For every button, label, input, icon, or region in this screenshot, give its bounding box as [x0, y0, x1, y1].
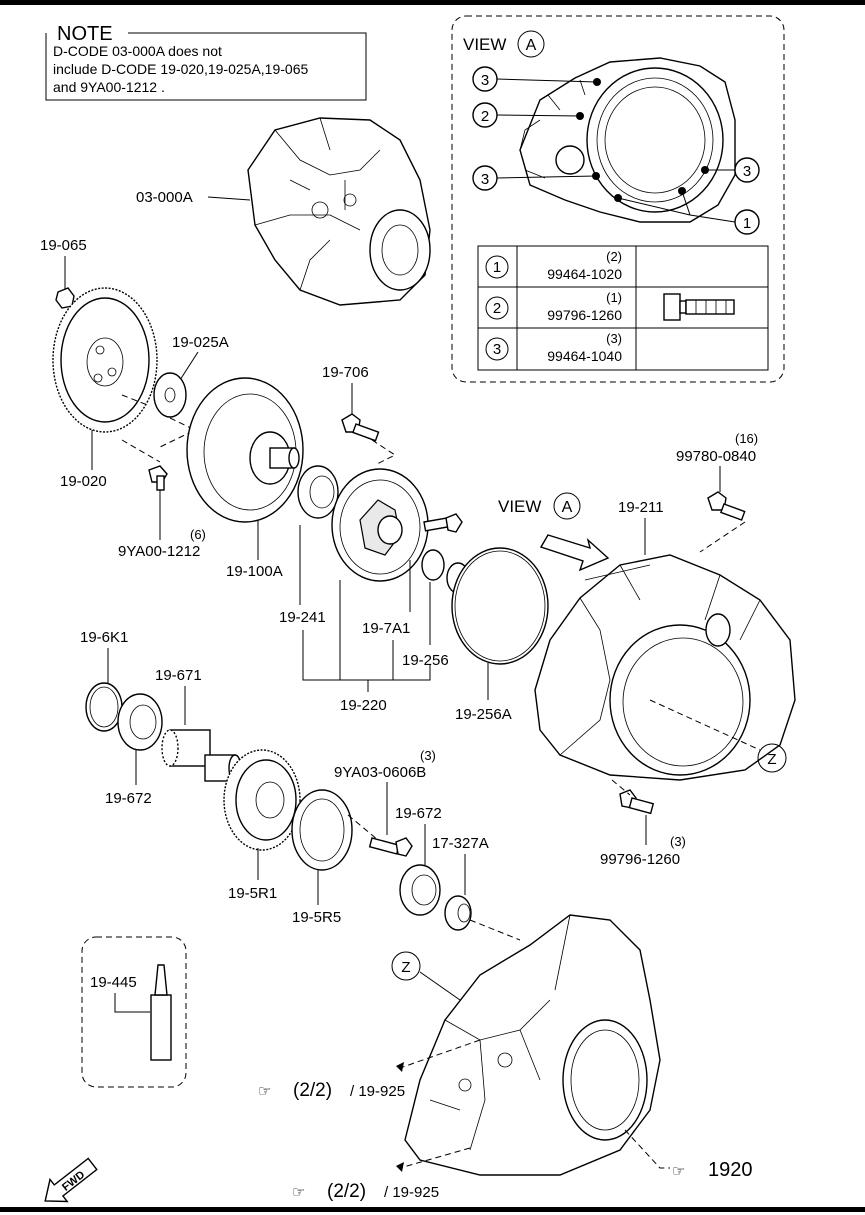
bolt-99796-1260: [619, 789, 655, 815]
label-99780-0840-qty: (16): [735, 431, 758, 446]
ref2-page[interactable]: (2/2): [327, 1181, 366, 1202]
bearing-19-672-b: [399, 864, 441, 916]
bolt-9ya00-1212: [148, 465, 168, 491]
table-row-1-qty: (2): [606, 249, 622, 264]
bolt-9ya03-0606b: [368, 837, 413, 857]
ref3-code[interactable]: 1920: [708, 1159, 753, 1181]
view-a-detail: VIEW A 3 2 3: [451, 15, 785, 383]
label-19-7a1: 19-7A1: [362, 620, 410, 637]
sealant-19-445-box: 19-445: [81, 936, 187, 1088]
fastener-table: 1 (2) 99464-1020 2 (1) 99796-1260 3 (3) …: [477, 245, 769, 371]
view-a-letter-circle: [517, 30, 545, 58]
label-19-445: 19-445: [90, 974, 137, 991]
note-title: NOTE: [57, 23, 113, 45]
ref1-code[interactable]: / 19-925: [350, 1083, 405, 1100]
label-9ya00-1212-qty: (6): [190, 527, 206, 542]
ref1-page[interactable]: (2/2): [293, 1080, 332, 1101]
label-19-672-a: 19-672: [105, 790, 152, 807]
bolt-icon: [663, 293, 735, 321]
oil-pump-19-220: [331, 468, 429, 582]
label-19-706: 19-706: [322, 364, 369, 381]
label-9ya03-0606b: 9YA03-0606B: [334, 764, 426, 781]
label-19-671: 19-671: [155, 667, 202, 684]
label-19-065: 19-065: [40, 237, 87, 254]
label-03-000a: 03-000A: [136, 189, 193, 206]
view-direction-arrow: [539, 534, 610, 572]
callout-2: 2: [481, 108, 489, 125]
view-a-title: VIEW: [463, 35, 506, 54]
shim-19-5r5: [291, 789, 353, 871]
label-19-6k1: 19-6K1: [80, 629, 128, 646]
note-box: NOTE D-CODE 03-000A does not include D-C…: [45, 23, 367, 101]
z-reference-2: Z: [401, 959, 410, 976]
label-99796-1260: 99796-1260: [600, 851, 680, 868]
label-19-672-b: 19-672: [395, 805, 442, 822]
gear-19-5r1: [223, 749, 301, 851]
table-row-3-qty: (3): [606, 331, 622, 346]
table-row-2-num: 2: [493, 300, 501, 317]
hand-pointer-icon: ☞: [292, 1184, 305, 1201]
lower-transaxle-housing: [404, 914, 661, 1176]
view-a-pointer-letter: A: [562, 499, 573, 516]
callout-3: 3: [743, 163, 751, 180]
view-a-letter: A: [526, 37, 537, 54]
hand-pointer-icon: ☞: [672, 1163, 685, 1180]
seal-19-241: [297, 465, 339, 519]
bearing-19-672-a: [117, 693, 163, 751]
label-19-256a: 19-256A: [455, 706, 512, 723]
label-19-211: 19-211: [618, 499, 664, 516]
label-19-5r5: 19-5R5: [292, 909, 341, 926]
bolt-19-706: [341, 413, 380, 442]
bolt-19-7a1: [423, 513, 463, 533]
callout-3: 3: [481, 171, 489, 188]
view-a-callouts: 3 2 3 3 1: [472, 66, 760, 235]
label-9ya00-1212: 9YA00-1212: [118, 543, 200, 560]
transaxle-assembly-drawing: [247, 117, 431, 306]
label-9ya03-0606b-qty: (3): [420, 748, 436, 763]
note-line-3: and 9YA00-1212 .: [53, 79, 165, 95]
hand-pointer-icon: ☞: [258, 1083, 271, 1100]
view-a-housing-drawing: [519, 57, 736, 223]
torque-converter-19-100a: [186, 377, 304, 523]
o-ring-19-256a: [451, 547, 549, 665]
note-line-2: include D-CODE 19-020,19-025A,19-065: [53, 61, 308, 77]
transmission-case-19-211: [534, 554, 796, 781]
sealant-tube-19-445: [150, 994, 172, 1061]
label-19-025a: 19-025A: [172, 334, 229, 351]
nut-19-065: [55, 287, 75, 309]
bottom-border: [0, 1207, 865, 1212]
table-row-2-qty: (1): [606, 290, 622, 305]
label-99796-1260-qty: (3): [670, 834, 686, 849]
label-19-020: 19-020: [60, 473, 107, 490]
label-19-256: 19-256: [402, 652, 449, 669]
view-a-pointer-label: VIEW: [498, 497, 541, 516]
label-19-5r1: 19-5R1: [228, 885, 277, 902]
table-row-1-part: 99464-1020: [547, 266, 622, 282]
snap-ring-19-6k1: [85, 682, 123, 732]
note-line-1: D-CODE 03-000A does not: [53, 43, 222, 59]
label-19-220: 19-220: [340, 697, 387, 714]
flywheel-19-020: [52, 287, 158, 433]
fwd-arrow-icon: FWD: [44, 1157, 98, 1203]
callout-1: 1: [743, 215, 751, 232]
z-reference-1: Z: [767, 751, 776, 768]
label-17-327a: 17-327A: [432, 835, 489, 852]
label-19-100a: 19-100A: [226, 563, 283, 580]
table-row-2-part: 99796-1260: [547, 307, 622, 323]
o-ring-19-256: [421, 549, 445, 581]
bolt-99780-0840: [707, 491, 746, 521]
plate-19-025a: [153, 372, 187, 418]
label-19-241: 19-241: [279, 609, 326, 626]
table-row-3-part: 99464-1040: [547, 348, 622, 364]
callout-3: 3: [481, 72, 489, 89]
label-99780-0840: 99780-0840: [676, 448, 756, 465]
ref2-code[interactable]: / 19-925: [384, 1184, 439, 1201]
table-row-3-num: 3: [493, 341, 501, 358]
top-border: [0, 0, 865, 5]
table-row-1-num: 1: [493, 259, 501, 276]
